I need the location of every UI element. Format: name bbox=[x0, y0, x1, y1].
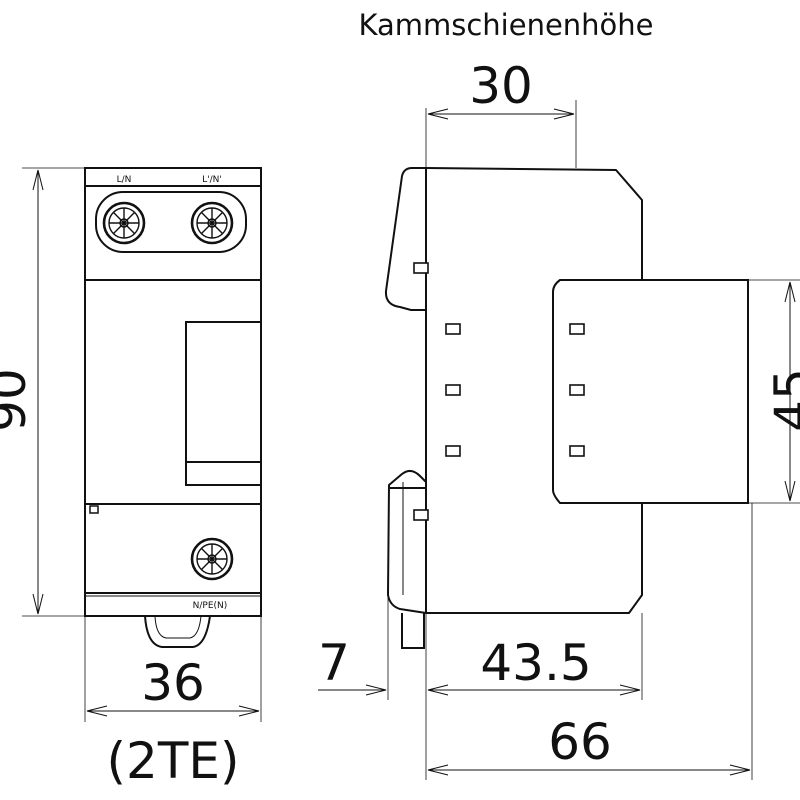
dim-depth-total: 66 bbox=[427, 503, 753, 780]
terminal-label-ln: L/N bbox=[117, 175, 132, 185]
busbar-height-title: Kammschienenhöhe bbox=[358, 8, 653, 42]
dim-rail-offset: 7 bbox=[318, 595, 460, 780]
indicator-mark bbox=[89, 505, 99, 514]
vent-hole bbox=[445, 323, 461, 335]
dim-depth-mid-label: 43.5 bbox=[480, 634, 591, 692]
terminal-screw-bottom-icon bbox=[190, 537, 234, 581]
dim-depth-mid: 43.5 bbox=[460, 613, 643, 700]
side-view bbox=[384, 167, 749, 649]
vent-hole bbox=[569, 445, 585, 457]
vent-hole bbox=[445, 384, 461, 396]
status-window bbox=[185, 321, 262, 486]
terminal-screw-right-icon bbox=[190, 201, 234, 245]
dim-busbar-height: 30 bbox=[425, 57, 577, 168]
din-rail-clip bbox=[144, 615, 211, 648]
dim-width-label: 36 bbox=[141, 654, 205, 712]
terminal-screw-left-icon bbox=[102, 201, 146, 245]
vent-hole bbox=[569, 384, 585, 396]
dim-rail-offset-label: 7 bbox=[318, 634, 350, 692]
dim-height: 90 bbox=[0, 167, 85, 617]
dim-width-units-label: (2TE) bbox=[107, 732, 240, 790]
dim-height-label: 90 bbox=[0, 368, 37, 432]
dim-busbar-height-label: 30 bbox=[469, 57, 533, 115]
dim-width: 36 (2TE) bbox=[84, 616, 262, 790]
vent-hole bbox=[569, 323, 585, 335]
terminal-label-ln-prime: L'/N' bbox=[202, 175, 222, 185]
dim-module-height: 45 bbox=[748, 279, 800, 504]
vent-hole bbox=[413, 509, 429, 521]
front-view: L/N L'/N' N/PE(N) bbox=[84, 167, 262, 648]
front-view-body bbox=[84, 167, 262, 617]
dim-module-height-label: 45 bbox=[764, 368, 800, 432]
vent-hole bbox=[445, 445, 461, 457]
terminal-label-npe: N/PE(N) bbox=[193, 601, 228, 611]
dim-depth-total-label: 66 bbox=[548, 713, 612, 771]
vent-hole bbox=[413, 262, 429, 274]
side-view-body bbox=[384, 167, 749, 614]
